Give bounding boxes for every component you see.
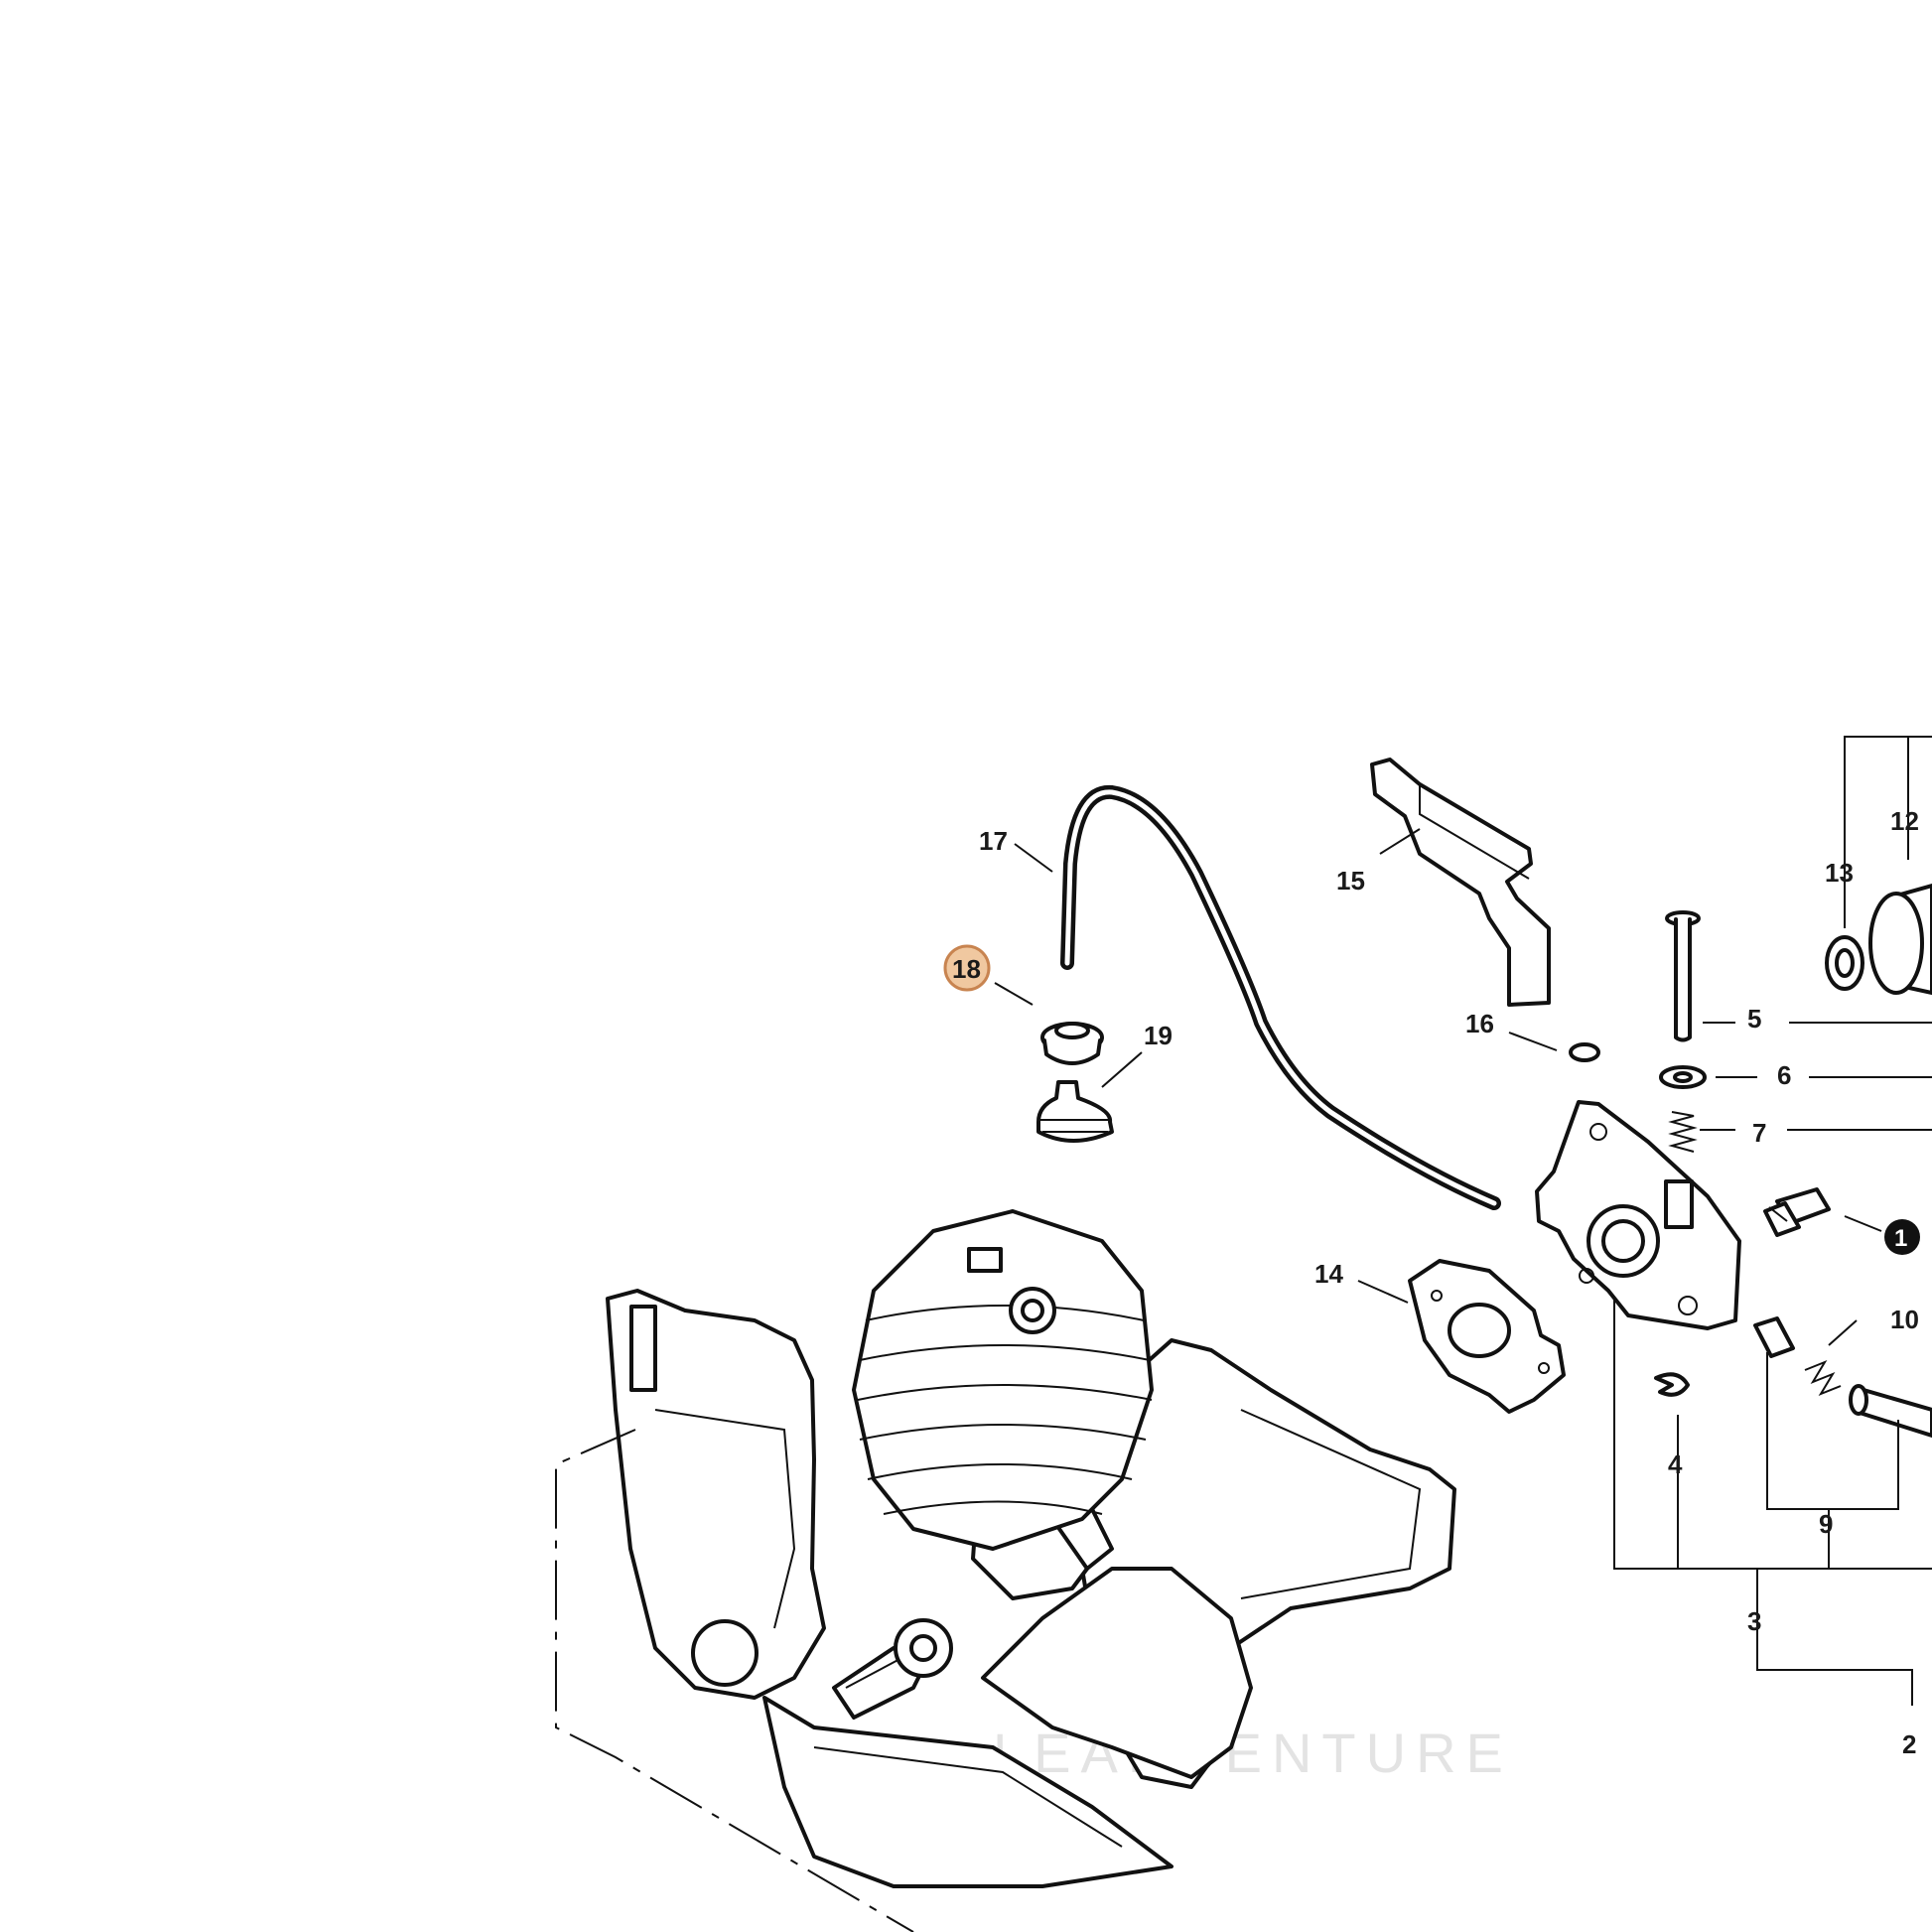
label-17[interactable]: 17: [979, 826, 1008, 856]
cover-plate: [1370, 758, 1551, 1007]
label-10[interactable]: 10: [1890, 1305, 1919, 1334]
oil-line: [1060, 784, 1501, 1210]
label-4[interactable]: 4: [1668, 1449, 1683, 1479]
label-14[interactable]: 14: [1314, 1259, 1343, 1289]
label-16[interactable]: 16: [1465, 1009, 1494, 1038]
label-1: 1: [1894, 1225, 1907, 1252]
grommet: [1040, 1022, 1104, 1065]
pin: [1665, 910, 1701, 1042]
plunger-parts: [1753, 1316, 1932, 1438]
e-clip: [1654, 1372, 1690, 1397]
retaining-ring: [1569, 1042, 1600, 1062]
oil-strainer: [1036, 1080, 1114, 1143]
label-15[interactable]: 15: [1336, 866, 1365, 896]
crankcase-housing: [606, 1289, 1456, 1888]
pump-bolt: [1763, 1187, 1831, 1237]
spring: [1668, 1111, 1698, 1153]
gasket: [1408, 1259, 1566, 1414]
worm-gear-assembly: [1825, 884, 1932, 995]
washer: [1659, 1065, 1707, 1089]
label-12[interactable]: 12: [1890, 806, 1919, 836]
part-labels: 17 18 19 15 16 5 6 7 13 12 1 14 10 4 9 3…: [943, 806, 1920, 1759]
label-18-highlight[interactable]: 18: [943, 944, 991, 992]
label-3[interactable]: 3: [1747, 1606, 1761, 1636]
label-6[interactable]: 6: [1777, 1060, 1791, 1090]
label-18: 18: [952, 954, 981, 984]
cylinder: [832, 1209, 1154, 1720]
label-7[interactable]: 7: [1752, 1118, 1766, 1148]
label-1-badge[interactable]: 1: [1884, 1219, 1920, 1255]
label-9[interactable]: 9: [1819, 1509, 1833, 1539]
label-2[interactable]: 2: [1902, 1729, 1916, 1759]
label-5[interactable]: 5: [1747, 1004, 1761, 1034]
oil-pump: [1535, 1100, 1741, 1330]
label-19[interactable]: 19: [1144, 1021, 1173, 1050]
leader-lines: [555, 736, 1932, 1932]
label-13[interactable]: 13: [1825, 858, 1854, 888]
